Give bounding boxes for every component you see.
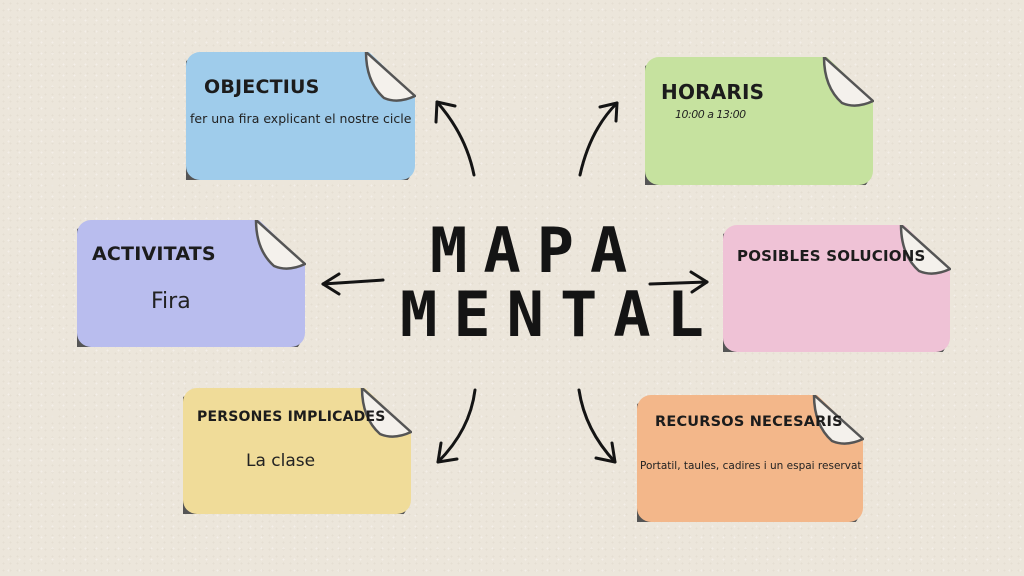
note-objectius-text: fer una fira explicant el nostre cicle [190, 111, 412, 126]
center-title-line1: MAPA [430, 214, 644, 287]
page-curl-icon [822, 57, 874, 107]
note-recursos-necesaris-title: RECURSOS NECESARIS [655, 414, 843, 430]
arrow-activitats [321, 278, 385, 286]
note-activitats-title: ACTIVITATS [92, 243, 216, 265]
arrow-activitats-head [321, 272, 341, 296]
page-curl-icon [364, 52, 416, 102]
note-persones-implicades-text: La clase [246, 451, 316, 471]
note-horaris-title: HORARIS [661, 80, 765, 104]
note-objectius-title: OBJECTIUS [204, 76, 320, 98]
note-activitats-text: Fira [151, 289, 191, 314]
arrow-objectius-head [434, 100, 457, 124]
note-posibles-solucions-title: POSIBLES SOLUCIONS [737, 247, 926, 265]
page-curl-icon [254, 220, 306, 270]
arrow-persones [436, 388, 477, 464]
arrow-objectius [435, 100, 476, 177]
note-recursos-necesaris-text: Portatil, taules, cadires i un espai res… [640, 460, 862, 472]
note-horaris-text: 10:00 a 13:00 [675, 108, 746, 121]
arrow-persones-head [436, 441, 459, 464]
page-curl-icon [360, 388, 412, 438]
arrow-horaris-head [598, 101, 619, 123]
center-title-line2: MENTAL [400, 278, 720, 351]
arrow-recursos-head [594, 441, 617, 464]
page-curl-icon [899, 225, 951, 275]
page-curl-icon [812, 395, 864, 445]
arrow-recursos [577, 388, 617, 464]
note-persones-implicades-title: PERSONES IMPLICADES [197, 409, 386, 425]
arrow-horaris [578, 101, 619, 177]
